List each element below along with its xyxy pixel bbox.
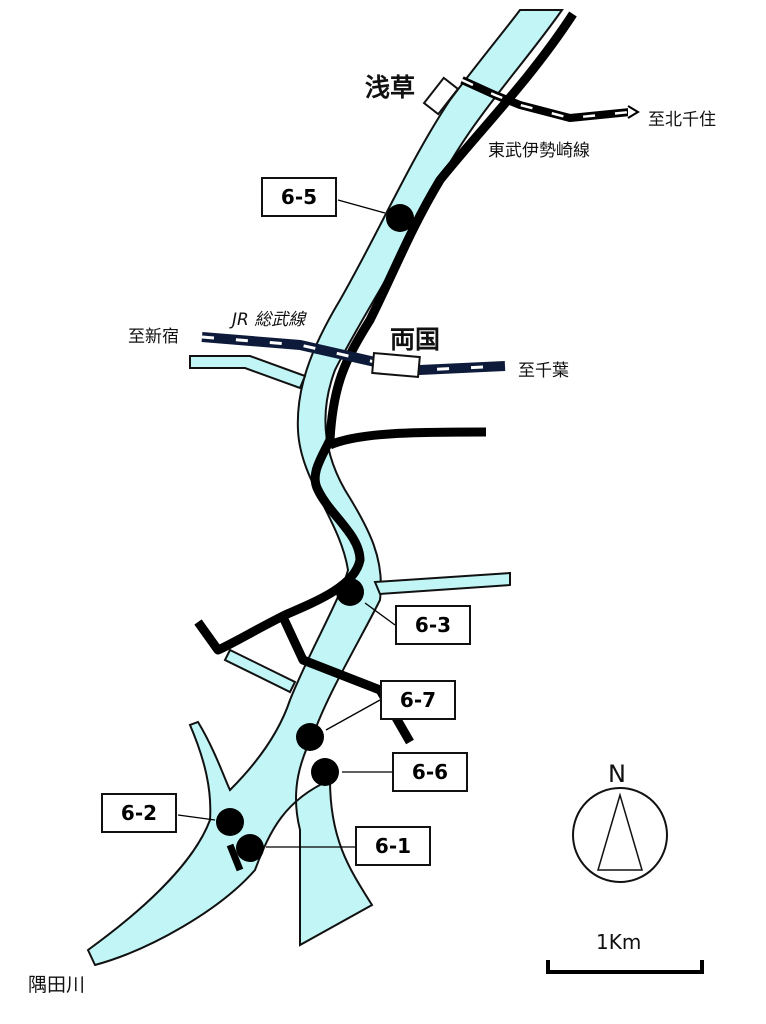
point-label-6-5: 6-5: [261, 177, 337, 217]
north-arrow-icon: [596, 792, 644, 871]
canal-west: [189, 355, 307, 390]
leader-arrows: [177, 199, 396, 848]
canal-southwest: [223, 648, 297, 694]
expressway-main: [194, 11, 577, 655]
marker-6-2: [216, 808, 244, 836]
river: [86, 9, 564, 967]
point-label-6-6: 6-6: [392, 752, 468, 792]
canal-east: [373, 571, 511, 596]
expressway-east: [328, 427, 487, 450]
rails: [201, 76, 640, 379]
direction-shinjuku: 至新宿: [128, 327, 179, 347]
point-label-6-1: 6-1: [355, 826, 431, 866]
station-label-ryogoku: 両国: [390, 325, 441, 354]
marker-6-3: [336, 578, 364, 606]
scale-label: 1Km: [596, 930, 642, 954]
river-label: 隅田川: [28, 974, 86, 996]
point-label-6-2: 6-2: [101, 793, 177, 833]
sumida-river: [86, 9, 564, 967]
arrow-icon: [627, 105, 640, 119]
station-label-asakusa: 浅草: [365, 73, 416, 102]
scale-bar: [546, 960, 704, 974]
marker-6-7: [296, 723, 324, 751]
road-south: [226, 843, 244, 872]
direction-chiba: 至千葉: [518, 361, 569, 381]
line-label-jr: JR 総武線: [232, 310, 306, 330]
marker-6-5: [386, 204, 414, 232]
markers: [216, 204, 414, 862]
marker-6-6: [311, 758, 339, 786]
point-label-6-3: 6-3: [395, 605, 471, 645]
direction-kitasenju: 至北千住: [648, 110, 716, 130]
ryogoku-station: [371, 351, 421, 379]
point-label-6-7: 6-7: [380, 680, 456, 720]
compass-n-label: N: [608, 760, 626, 788]
compass: [572, 787, 668, 883]
marker-6-1: [236, 834, 264, 862]
asakusa-station: [422, 76, 460, 116]
line-label-tobu: 東武伊勢崎線: [488, 141, 590, 161]
